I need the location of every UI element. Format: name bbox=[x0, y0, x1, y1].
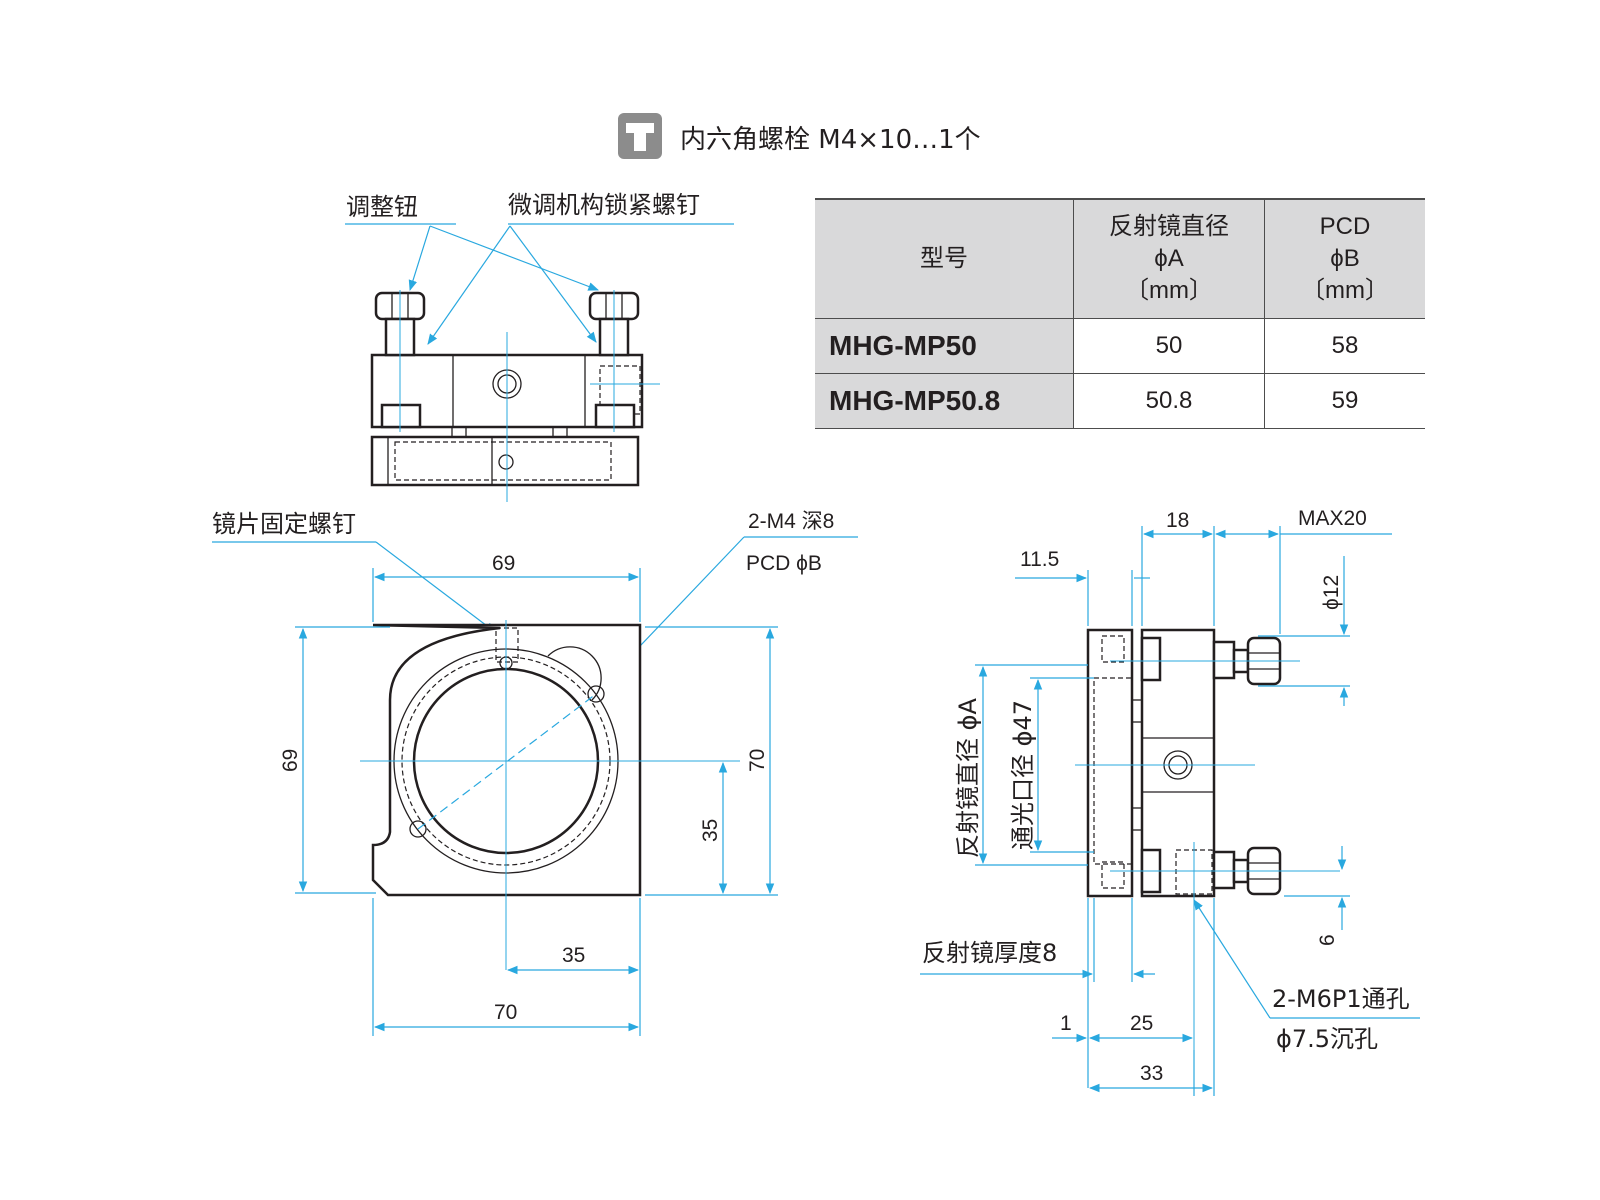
side-view: 18 MAX20 11.5 ϕ12 反射镜直径 ϕA 通光口径 ϕ47 6 bbox=[920, 507, 1420, 1096]
mirror-thickness-label: 反射镜厚度8 bbox=[922, 939, 1057, 967]
spec-table-header: 型号 反射镜直径 ϕA 〔mm〕 PCD ϕB 〔mm〕 bbox=[815, 198, 1425, 319]
dim-top-width: 69 bbox=[492, 552, 515, 575]
row-model: MHG-MP50 bbox=[815, 318, 1074, 374]
thru-hole-label: 2-M6P1通孔 bbox=[1272, 985, 1410, 1013]
table-row: MHG-MP50 50 58 bbox=[815, 318, 1425, 374]
dim-center-height: 35 bbox=[699, 819, 722, 842]
pcd-label: PCD ϕB bbox=[746, 552, 822, 575]
header-pcd: PCD ϕB 〔mm〕 bbox=[1264, 198, 1425, 319]
dim-1: 1 bbox=[1060, 1012, 1072, 1035]
front-view: 镜片固定螺钉 2-M4 深8 PCD ϕB 69 69 bbox=[212, 510, 858, 1036]
dim-phi12: ϕ12 bbox=[1320, 575, 1343, 610]
dim-6: 6 bbox=[1316, 934, 1339, 946]
dim-18: 18 bbox=[1166, 509, 1189, 532]
dim-center-width: 35 bbox=[562, 944, 585, 967]
table-row: MHG-MP50.8 50.8 59 bbox=[815, 373, 1425, 429]
bolt-note-text: 内六角螺栓 M4×10…1个 bbox=[680, 125, 981, 155]
counterbore-label: ϕ7.5沉孔 bbox=[1276, 1025, 1378, 1053]
row-pcd: 58 bbox=[1264, 318, 1425, 374]
mirror-screw-label: 镜片固定螺钉 bbox=[212, 510, 356, 538]
mirror-dia-label: 反射镜直径 ϕA bbox=[954, 698, 982, 858]
hex-bolt-icon bbox=[618, 113, 662, 159]
aperture-label: 通光口径 ϕ47 bbox=[1009, 700, 1037, 850]
lock-screw-label: 微调机构锁紧螺钉 bbox=[508, 191, 700, 219]
row-mirror-dia: 50 bbox=[1073, 318, 1265, 374]
dim-11-5: 11.5 bbox=[1020, 548, 1059, 571]
bolt-note: 内六角螺栓 M4×10…1个 bbox=[618, 113, 981, 159]
dim-bottom-width: 70 bbox=[494, 1001, 517, 1024]
header-mirror-dia: 反射镜直径 ϕA 〔mm〕 bbox=[1073, 198, 1265, 319]
dim-right-height: 70 bbox=[746, 749, 769, 772]
spec-table: 型号 反射镜直径 ϕA 〔mm〕 PCD ϕB 〔mm〕 MHG-MP50 50… bbox=[815, 198, 1425, 429]
dim-max20: MAX20 bbox=[1298, 507, 1367, 530]
top-view: 调整钮 微调机构锁紧螺钉 bbox=[345, 191, 734, 502]
row-model: MHG-MP50.8 bbox=[815, 373, 1074, 429]
adjust-knob-label: 调整钮 bbox=[346, 193, 418, 221]
row-pcd: 59 bbox=[1264, 373, 1425, 429]
dim-25: 25 bbox=[1130, 1012, 1153, 1035]
tap-label: 2-M4 深8 bbox=[748, 510, 834, 533]
dim-33: 33 bbox=[1140, 1062, 1163, 1085]
row-mirror-dia: 50.8 bbox=[1073, 373, 1265, 429]
header-model: 型号 bbox=[815, 198, 1074, 319]
dim-left-height: 69 bbox=[279, 749, 302, 772]
